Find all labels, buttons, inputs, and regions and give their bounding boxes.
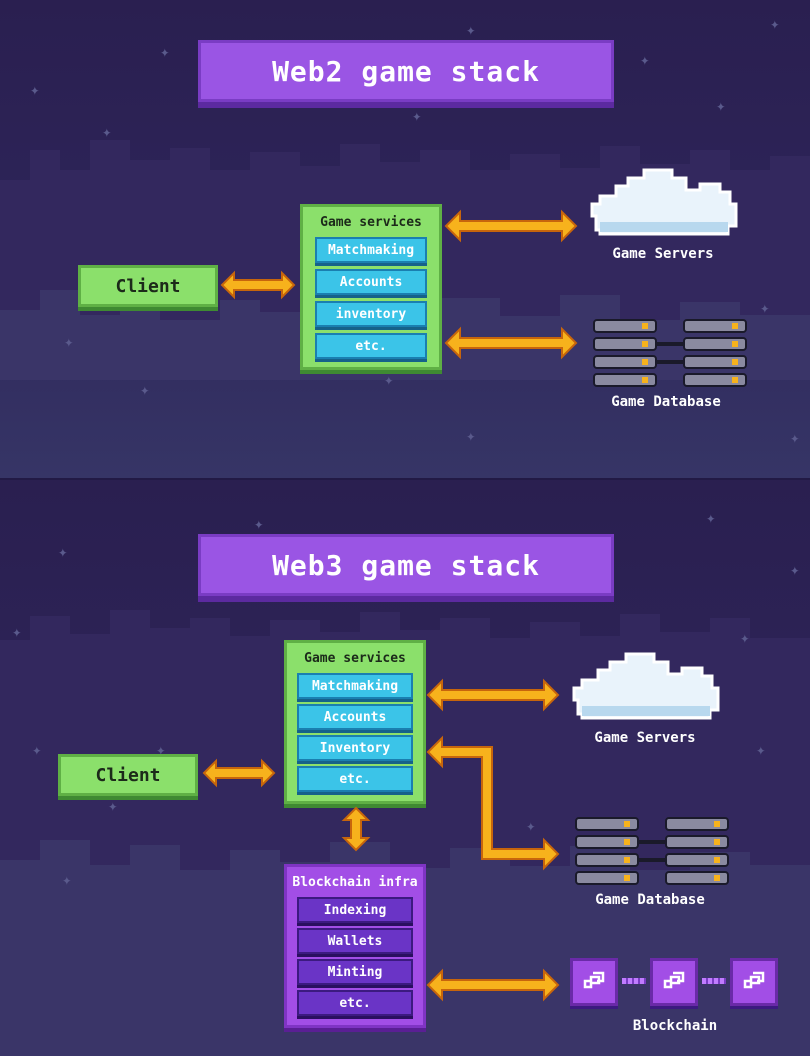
sparkle-icon: ✦ (790, 428, 800, 447)
bent-arrow-icon (426, 735, 560, 871)
sparkle-icon: ✦ (412, 106, 422, 125)
sparkle-icon: ✦ (740, 628, 750, 647)
game-database-label: Game Database (595, 892, 705, 908)
sparkle-icon: ✦ (62, 870, 72, 889)
service-item: Accounts (297, 704, 413, 730)
sparkle-icon: ✦ (108, 796, 118, 815)
blockchain-item: Wallets (297, 928, 413, 954)
game-services-title: Game services (320, 215, 422, 230)
blockchain-infra-box: Blockchain infra Indexing Wallets Mintin… (284, 864, 426, 1028)
chain-link-icon (570, 958, 618, 1006)
sparkle-icon: ✦ (30, 80, 40, 99)
double-arrow-icon (444, 326, 578, 360)
double-arrow-icon (202, 758, 276, 788)
sparkle-icon: ✦ (790, 560, 800, 579)
sparkle-icon: ✦ (156, 740, 166, 759)
game-servers-label: Game Servers (594, 730, 696, 746)
page-title: Web2 game stack (198, 40, 614, 102)
blockchain-infra-title: Blockchain infra (292, 875, 418, 890)
sparkle-icon: ✦ (756, 740, 766, 759)
service-item: etc. (297, 766, 413, 792)
server-rack-icon (593, 319, 747, 387)
service-item: Matchmaking (297, 673, 413, 699)
sparkle-icon: ✦ (12, 622, 22, 641)
cloud-icon (572, 652, 720, 720)
sparkle-icon: ✦ (140, 380, 150, 399)
client-node: Client (58, 754, 198, 796)
double-arrow-icon (426, 968, 560, 1002)
sparkle-icon: ✦ (64, 332, 74, 351)
chain-link-icon (650, 958, 698, 1006)
chain-link-icon (730, 958, 778, 1006)
sparkle-icon: ✦ (102, 122, 112, 141)
sparkle-icon: ✦ (770, 14, 780, 33)
sparkle-icon: ✦ (254, 514, 264, 533)
client-node: Client (78, 265, 218, 307)
service-item: inventory (315, 301, 427, 327)
sparkle-icon: ✦ (32, 740, 42, 759)
service-item: Accounts (315, 269, 427, 295)
chain-connector (622, 978, 646, 984)
sparkle-icon: ✦ (466, 426, 476, 445)
double-arrow-icon (220, 270, 296, 300)
game-services-box: Game services Matchmaking Accounts Inven… (284, 640, 426, 804)
web3-arrows (202, 678, 560, 1002)
sparkle-icon: ✦ (466, 20, 476, 39)
sparkle-icon: ✦ (716, 96, 726, 115)
web2-panel: ✦ ✦ ✦ ✦ ✦ ✦ ✦ ✦ ✦ ✦ ✦ ✦ ✦ ✦ Web2 game st… (0, 0, 810, 478)
service-item: etc. (315, 333, 427, 359)
sparkle-icon: ✦ (640, 50, 650, 69)
blockchain-item: Minting (297, 959, 413, 985)
cloud-icon (590, 168, 738, 236)
service-item: Matchmaking (315, 237, 427, 263)
game-services-box: Game services Matchmaking Accounts inven… (300, 204, 442, 370)
web2-arrows (220, 209, 578, 360)
service-item: Inventory (297, 735, 413, 761)
sparkle-icon: ✦ (58, 542, 68, 561)
web3-panel: ✦ ✦ ✦ ✦ ✦ ✦ ✦ ✦ ✦ ✦ ✦ ✦ Web3 game stack … (0, 480, 810, 1056)
sparkle-icon: ✦ (760, 298, 770, 317)
sparkle-icon: ✦ (384, 370, 394, 389)
blockchain-item: Indexing (297, 897, 413, 923)
sparkle-icon: ✦ (706, 508, 716, 527)
chain-connector (702, 978, 726, 984)
sparkle-icon: ✦ (526, 816, 536, 835)
blockchain-label: Blockchain (632, 1018, 718, 1034)
game-database-label: Game Database (611, 394, 721, 410)
page-title: Web3 game stack (198, 534, 614, 596)
double-arrow-icon (341, 806, 371, 852)
server-rack-icon (575, 817, 729, 885)
game-servers-label: Game Servers (612, 246, 714, 262)
blockchain-item: etc. (297, 990, 413, 1016)
sparkle-icon: ✦ (160, 42, 170, 61)
double-arrow-icon (426, 678, 560, 712)
game-services-title: Game services (304, 651, 406, 666)
double-arrow-icon (444, 209, 578, 243)
